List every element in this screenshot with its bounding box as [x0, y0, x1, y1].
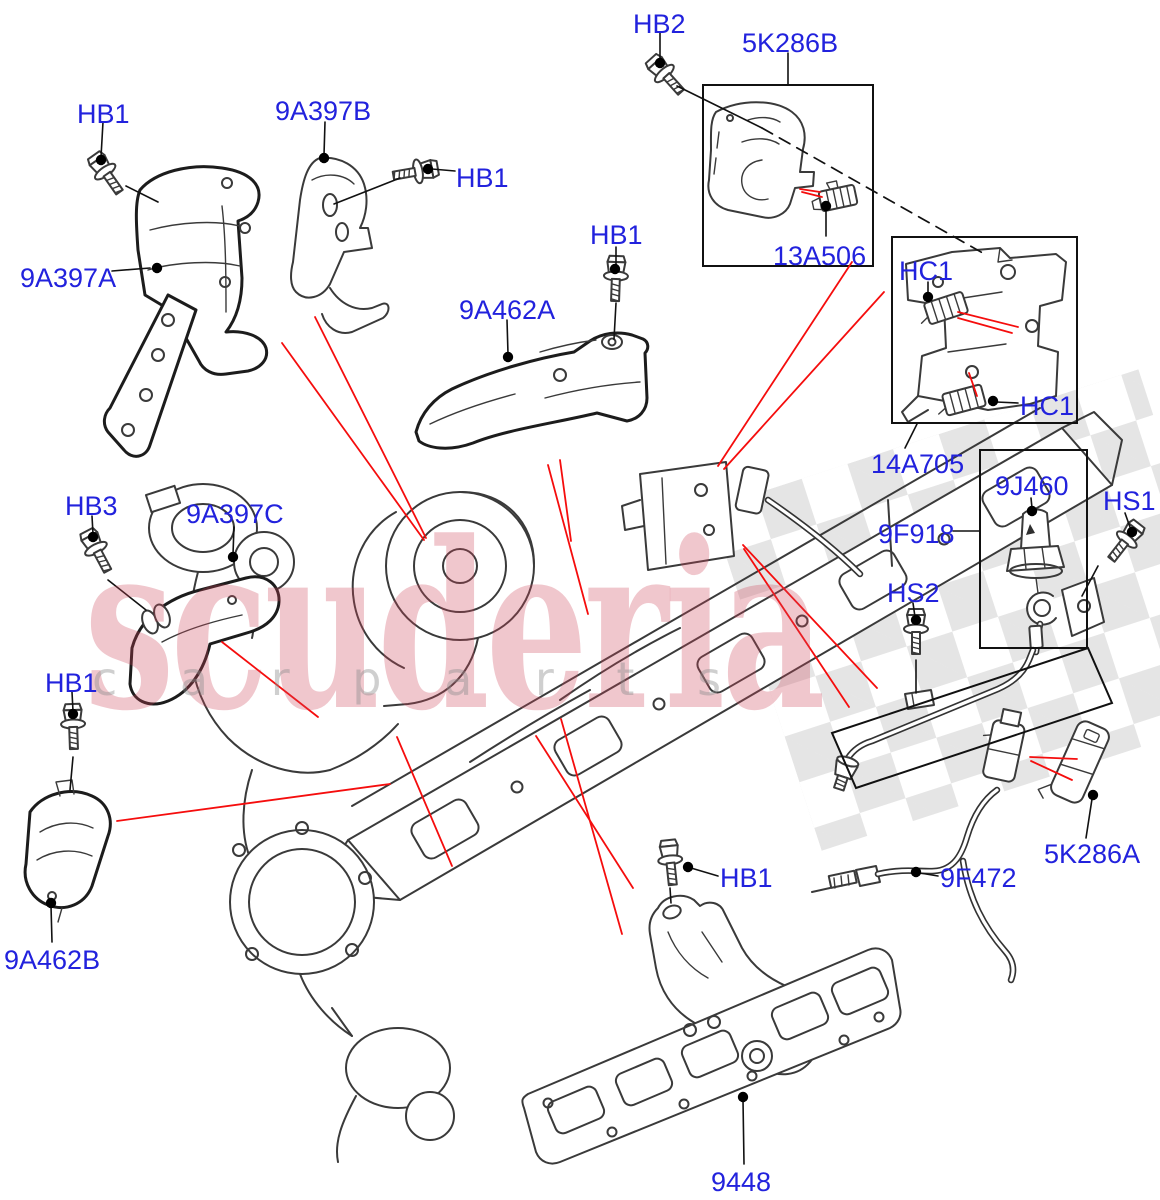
- bolt-HB1-top-left: [82, 147, 131, 201]
- box-14A705: [891, 236, 1078, 424]
- bolt-HB2: [641, 49, 691, 102]
- part-14A705-bracket: [901, 247, 1067, 423]
- part-9J460-sensor: [1006, 508, 1105, 656]
- part-9A397A-heat-shield: [102, 165, 269, 458]
- callout-boxes: [702, 84, 1114, 790]
- part-9A462A-heat-shield: [414, 331, 650, 450]
- bolt-HB1-bottom: [655, 837, 686, 888]
- bolt-HS1: [1100, 515, 1150, 568]
- bolt-HB1-top-right: [390, 155, 441, 189]
- red-locator-lines: [116, 188, 1078, 935]
- leader-dots: [45, 57, 1138, 1103]
- part-9A397B-heat-shield: [290, 156, 390, 334]
- part-9448-gasket: [521, 947, 902, 1165]
- box-9F918: [830, 646, 1114, 790]
- installed-bracket-and-sensor: [621, 461, 893, 578]
- part-9A397C-heat-shield: [128, 575, 281, 706]
- bolt-HB3: [74, 524, 120, 578]
- part-9F472-egt-sensor: [811, 708, 1026, 984]
- part-5K286A-bracket: [1037, 720, 1110, 804]
- part-5K286B-shield: [707, 101, 815, 219]
- leader-lines: [50, 32, 1132, 1165]
- box-9J460: [979, 449, 1088, 649]
- part-9A462B-heat-shield: [23, 779, 112, 923]
- dashed-alignment-line: [761, 127, 989, 257]
- engine-assembly: [144, 407, 1123, 1163]
